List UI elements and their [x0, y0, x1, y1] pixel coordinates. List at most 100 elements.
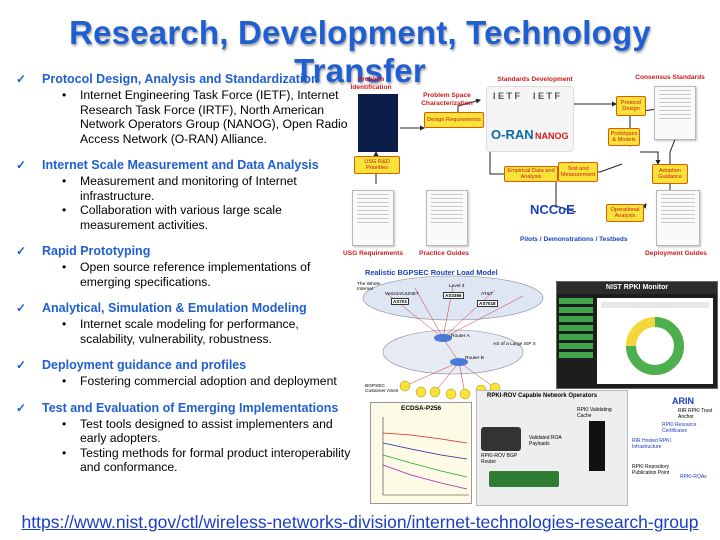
- large-isp-label: AS of a Large ISP X: [493, 342, 536, 347]
- bullet-heading-text: Deployment guidance and profiles: [42, 358, 247, 372]
- ietf-logo-alt: I E T F: [533, 91, 560, 101]
- bullet-section: ✓Protocol Design, Analysis and Standardi…: [16, 72, 354, 146]
- bullet-item: • Internet Engineering Task Force (IETF),…: [62, 88, 354, 146]
- as3356-box: AS3356: [443, 292, 464, 299]
- bullet-dot-icon: •: [62, 445, 67, 460]
- validated-payloads-label: Validated ROA Payloads: [529, 435, 562, 447]
- nanog-logo: NANOG: [535, 131, 569, 141]
- slide-title: Research, Development, Technology Transf…: [69, 14, 651, 89]
- bullet-dot-icon: •: [62, 88, 67, 102]
- bullet-section: ✓ Internet Scale Measurement and Data Ana…: [16, 158, 354, 232]
- bullet-heading: ✓ Deployment guidance and profiles: [16, 358, 354, 372]
- as7018-box: AS7018: [477, 300, 498, 307]
- validating-cache-icon: [589, 421, 605, 471]
- adoption-guidance-box: Adoption Guidance: [652, 164, 688, 184]
- problem-identification-label: Problem Identification: [350, 76, 392, 91]
- bgpsec-model-figure: Realistic BGPSEC Router Load Model The W…: [355, 266, 553, 414]
- bullet-dot-icon: •: [62, 374, 67, 388]
- practice-guide-doc: [426, 190, 468, 246]
- rpki-monitor-screenshot: NIST RPKI Monitor: [556, 281, 718, 389]
- checkmark-icon: ✓: [16, 358, 27, 372]
- bullet-heading: ✓Test and Evaluation of Emerging Impleme…: [16, 401, 354, 415]
- rov-capable-label: RPKI-ROV Capable Network Operators: [487, 393, 598, 399]
- whole-internet-label: The Whole Internet: [357, 282, 381, 292]
- bullet-item: •Internet scale modeling for performance…: [62, 317, 354, 346]
- checkmark-icon: ✓: [16, 158, 27, 172]
- pilots-label: Pilots / Demonstrations / Testbeds: [520, 236, 628, 243]
- bullet-heading: ✓ Rapid Prototyping: [16, 244, 354, 258]
- bullet-item: • Measurement and monitoring of Internet …: [62, 174, 354, 203]
- standard-document: [654, 86, 696, 140]
- bullet-item-text: Collaboration with various large scale m…: [80, 203, 282, 232]
- usg-priorities-box: USG R&D Priorities: [354, 156, 400, 174]
- bgp-router-icon: [481, 427, 521, 451]
- bullet-item-text: Internet Engineering Task Force (IETF), …: [80, 88, 348, 146]
- rov-network-panel: RPKI-ROV Capable Network Operators RPKI-…: [476, 390, 628, 506]
- bgpsec-title: Realistic BGPSEC Router Load Model: [365, 268, 498, 277]
- customer-ases-label: BGPSEC Customer ASes: [365, 384, 399, 394]
- arin-logo: ARIN: [672, 396, 694, 406]
- bullet-heading: ✓ Analytical, Simulation & Emulation Mode…: [16, 301, 354, 315]
- logo-panel: I E T F I E T F O-RAN NANOG: [486, 86, 574, 152]
- bullet-heading: ✓Protocol Design, Analysis and Standardi…: [16, 72, 354, 86]
- bullet-heading-text: Analytical, Simulation & Emulation Model…: [42, 301, 307, 315]
- bullet-dot-icon: •: [62, 317, 67, 331]
- oran-logo: O-RAN: [491, 127, 534, 142]
- rpki-rov-figure: ECDSA-P256 RPKI-ROV Capable Network Oper…: [370, 390, 716, 508]
- process-diagram: Problem Identification Problem Space Cha…: [340, 72, 712, 262]
- nccoe-logo: NCCoE: [530, 202, 575, 217]
- as701-box: AS701: [391, 298, 410, 305]
- bullet-item-text: Test tools designed to assist implemente…: [80, 416, 333, 446]
- bgp-router-label: RPKI-ROV BGP Router: [481, 453, 518, 465]
- rir-hosted-label: RIR Hosted RPKI Infrastructure: [632, 438, 671, 450]
- deployment-guide-doc: [656, 190, 700, 246]
- bullet-item: • Test tools designed to assist implement…: [62, 417, 354, 446]
- report-cover: [358, 94, 398, 152]
- bullet-section: ✓ Analytical, Simulation & Emulation Mode…: [16, 301, 354, 346]
- checkmark-icon: ✓: [16, 244, 27, 258]
- bullet-item: •Collaboration with various large scale …: [62, 203, 354, 232]
- monitor-sidebar: [559, 298, 593, 384]
- prototypes-models-box: Prototypes & Models: [608, 128, 640, 146]
- standards-development-label: Standards Development: [497, 76, 573, 83]
- protocol-design-box: Protocol Design: [616, 96, 646, 116]
- usg-requirements-doc: [352, 190, 394, 246]
- resource-certs-label: RPKI Resource Certificates: [662, 422, 697, 434]
- bullet-item: •Open source reference implementations o…: [62, 260, 354, 289]
- bullet-item-text: Measurement and monitoring of Internet i…: [80, 174, 297, 203]
- checkmark-icon: ✓: [16, 72, 27, 86]
- bullet-dot-icon: •: [62, 174, 67, 188]
- level3-label: Level 3: [449, 284, 465, 289]
- trust-anchor-label: RIR RPKI Trust Anchor: [678, 408, 713, 420]
- bullet-heading-text: Internet Scale Measurement and Data Anal…: [42, 158, 319, 172]
- bullet-section: ✓ Deployment guidance and profiles • Foster…: [16, 358, 354, 389]
- roa-payloads-box: [489, 471, 559, 487]
- bullet-item: • Fostering commercial adoption and deplo…: [62, 374, 354, 389]
- bullet-section: ✓Test and Evaluation of Emerging Impleme…: [16, 401, 354, 475]
- verizon-label: Verizon/UUNET: [385, 292, 419, 297]
- bullet-heading-text: Rapid Prototyping: [42, 244, 151, 258]
- monitor-title: NIST RPKI Monitor: [557, 282, 717, 294]
- validating-cache-label: RPKI Validating Cache: [577, 407, 612, 419]
- bullet-item-text: Testing methods for formal product inter…: [80, 445, 351, 475]
- monitor-donut-chart: [601, 302, 709, 375]
- repository-label: RPKI Repository Publication Point: [632, 464, 670, 476]
- ietf-logo: I E T F: [493, 91, 520, 101]
- att-label: AT&T: [481, 292, 493, 297]
- research-group-link[interactable]: https://www.nist.gov/ctl/wireless-networ…: [21, 512, 699, 532]
- bullet-heading-text: Test and Evaluation of Emerging Implemen…: [42, 400, 339, 415]
- bullet-dot-icon: •: [62, 416, 67, 431]
- empirical-data-box: Empirical Data and Analysis: [504, 166, 558, 182]
- plot-title: ECDSA-P256: [401, 405, 442, 412]
- checkmark-icon: ✓: [16, 301, 27, 315]
- bullet-section: ✓ Rapid Prototyping •Open source reference…: [16, 244, 354, 289]
- practice-guides-label: Practice Guides: [419, 250, 469, 257]
- usg-requirements-label: USG Requirements: [342, 250, 404, 257]
- rir-infrastructure: ARIN RIR RPKI Trust Anchor RPKI Resource…: [632, 396, 714, 504]
- operational-analysis-box: Operational Analysis: [606, 204, 644, 222]
- bullet-dot-icon: •: [62, 260, 67, 274]
- bullet-item-text: Fostering commercial adoption and deploy…: [80, 374, 337, 388]
- roas-label: RPKI-ROAs: [680, 474, 707, 480]
- consensus-standards-label: Consensus Standards: [635, 74, 705, 81]
- router-b-label: Router B: [465, 356, 484, 361]
